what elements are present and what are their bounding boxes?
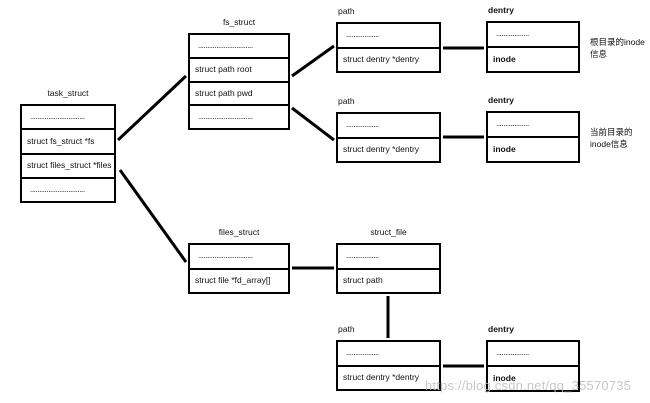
node-struct-file: .................. struct path [336,243,441,294]
node-caption-struct-file: struct_file [370,227,407,237]
node-row: struct files_struct *files [22,155,114,179]
node-row: struct dentry *dentry [343,54,420,65]
node-row: struct file *fd_array[] [195,275,271,286]
node-row: inode [493,144,516,155]
connector-fs-pwd-to-path [291,106,335,142]
node-row: struct path [343,275,383,286]
node-caption-dentry-file: dentry [488,324,514,334]
annotation-note-pwd: 当前目录的 inode信息 [590,126,633,151]
node-row: inode [493,54,516,65]
annotation-line: inode信息 [590,139,628,150]
node-row: inode [493,373,516,384]
node-fs-struct: ..............................struct pat… [188,33,290,130]
annotation-line: 信息 [590,49,608,60]
node-row: .................. [338,114,439,139]
node-row: .............................. [190,35,288,59]
node-caption-path-file: path [338,324,355,334]
node-path-pwd: .................. struct dentry *dentry [336,112,441,163]
node-row: struct fs_struct *fs [22,130,114,155]
watermark: https://blog.csdn.net/qq_35570735 [425,378,632,393]
node-row: .................. [338,245,439,270]
node-row: .................. [488,113,578,138]
node-row: struct dentry *dentry [343,144,420,155]
node-row: .................. [488,23,578,48]
node-row: .............................. [30,184,85,194]
node-dentry-pwd: .................. inode [486,111,580,163]
node-row: .............................. [198,111,253,121]
node-caption-dentry-root: dentry [488,5,514,15]
node-caption-path-pwd: path [338,96,355,106]
node-path-file: .................. struct dentry *dentry [336,340,441,391]
node-row: .................. [338,342,439,367]
node-row: struct path root [190,59,288,83]
annotation-line: 当前目录的 [590,127,633,137]
node-files-struct: .............................. struct fil… [188,243,290,294]
annotation-line: 根目录的inode [590,37,645,47]
annotation-note-root: 根目录的inode 信息 [590,36,645,61]
node-row: .................. [338,24,439,49]
connector-task-to-files [118,169,188,263]
node-path-root: .................. struct dentry *dentry [336,22,441,73]
node-row: .............................. [190,245,288,270]
node-caption-fs-struct: fs_struct [222,17,256,27]
node-task-struct: ..............................struct fs_… [20,104,116,203]
node-dentry-file: .................. inode [486,340,580,392]
connector-task-to-fs [116,74,188,142]
node-row: struct dentry *dentry [343,372,420,383]
node-caption-dentry-pwd: dentry [488,95,514,105]
node-caption-task-struct: task_struct [47,88,89,98]
connector-fs-root-to-path [291,44,335,78]
node-caption-path-root: path [338,6,355,16]
node-caption-files-struct: files_struct [218,227,260,237]
node-row: .................. [488,342,578,367]
node-row: struct path pwd [190,83,288,107]
node-dentry-root: .................. inode [486,21,580,73]
node-row: .............................. [22,106,114,131]
